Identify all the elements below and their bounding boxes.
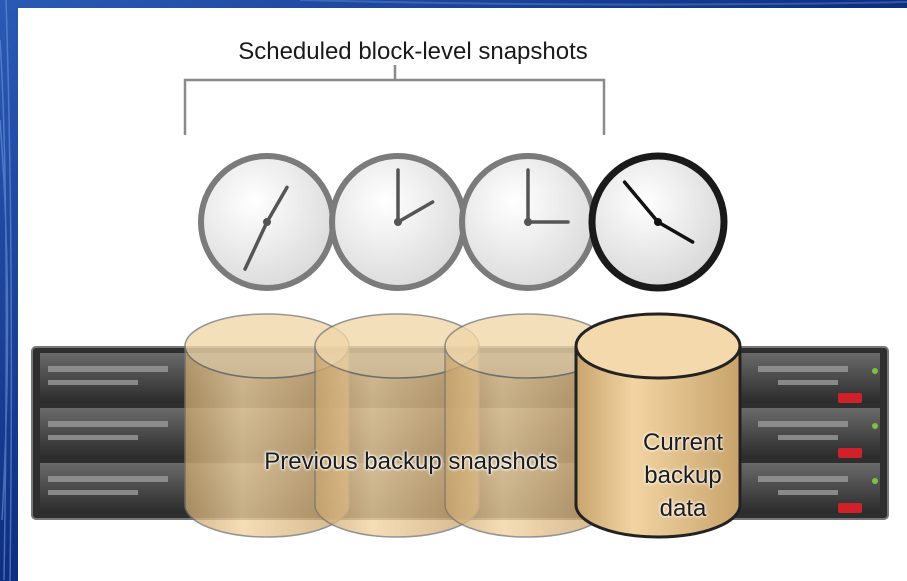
current-label-line-2: backup [644, 462, 722, 489]
hour-hand [265, 185, 289, 224]
server-status-lights [838, 393, 862, 513]
current-data-label: Current backup data [608, 426, 758, 525]
backup-diagram [31, 65, 889, 539]
current-label-line-1: Current [642, 429, 724, 456]
snapshot-clock-icon [459, 153, 597, 291]
snapshot-bracket [183, 65, 606, 135]
snapshot-clock-icon [198, 153, 336, 291]
minute-hand [622, 180, 660, 224]
diagram-title: Scheduled block-level snapshots [238, 38, 588, 65]
minute-hand [243, 220, 269, 271]
snapshot-clock-icon [329, 153, 467, 291]
current-data-cylinder [574, 312, 742, 539]
hour-hand [396, 200, 435, 224]
snapshot-cylinder-2 [314, 313, 480, 538]
current-label-line-3: data [659, 495, 707, 522]
hour-hand [656, 220, 695, 244]
slide-canvas: Scheduled block-level snapshots Previous… [18, 8, 907, 581]
previous-snapshots-label: Previous backup snapshots [264, 448, 558, 475]
current-clock-icon [588, 152, 728, 292]
